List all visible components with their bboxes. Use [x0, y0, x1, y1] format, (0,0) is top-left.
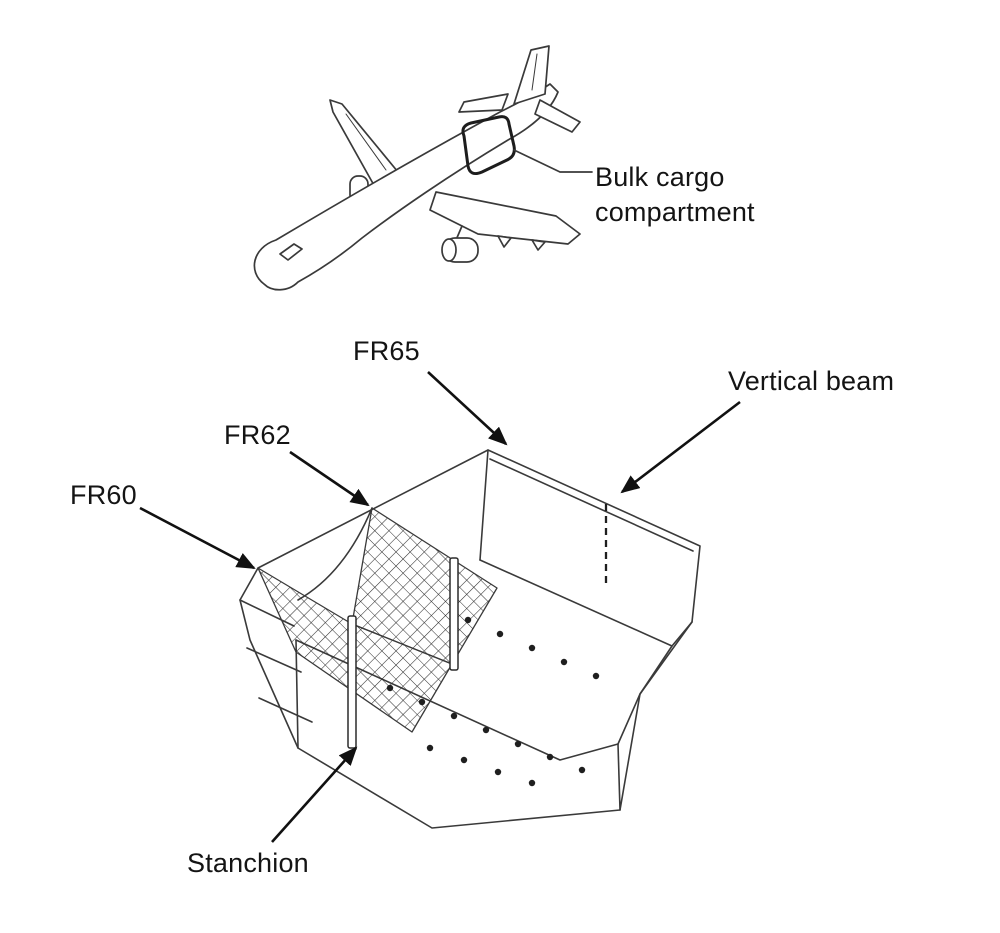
bulk-cargo-leader-line: [513, 149, 593, 173]
near-wall-right-edge: [617, 743, 621, 811]
label-stanchion: Stanchion: [187, 848, 309, 878]
fr62-arrow: [289, 450, 370, 507]
net-drape-curve: [297, 507, 373, 601]
stanchion-arrow: [271, 746, 358, 843]
bulk-cargo-compartment-marker: [461, 115, 516, 175]
stanchions: [347, 557, 459, 749]
aircraft-vertical-stabilizer: [513, 45, 550, 105]
far-wall-inner-rim: [489, 458, 694, 552]
label-vertical-beam: Vertical beam: [728, 366, 895, 396]
label-fr60: FR60: [70, 480, 137, 510]
back-left-corner-line: [479, 449, 489, 561]
aircraft-near-wing: [429, 191, 581, 251]
aircraft-fuselage: [253, 83, 559, 291]
label-fr62: FR62: [224, 420, 291, 450]
vertical-beam-arrow: [620, 400, 741, 494]
label-fr65: FR65: [353, 336, 420, 366]
aircraft-cockpit-window: [279, 243, 303, 261]
annotation-arrows: [139, 371, 741, 843]
floor-tiedown-dots: [386, 616, 600, 787]
aircraft-far-stabilizer: [458, 93, 509, 113]
cargo-net: [257, 507, 498, 733]
aircraft-drawing: [253, 45, 593, 291]
right-end-inner-edges: [617, 621, 693, 745]
stanchion-rear-post: [449, 557, 459, 671]
fr60-arrow: [139, 506, 256, 570]
aircraft-near-engine: [441, 225, 479, 263]
fr65-arrow: [427, 371, 508, 446]
label-bulk-cargo-compartment: Bulk cargo compartment: [595, 162, 755, 228]
stanchion-front-post: [347, 615, 357, 749]
aircraft-near-stabilizer: [534, 99, 581, 133]
far-wall-floor-junction: [479, 559, 673, 647]
near-wall-left-edge: [295, 639, 299, 749]
